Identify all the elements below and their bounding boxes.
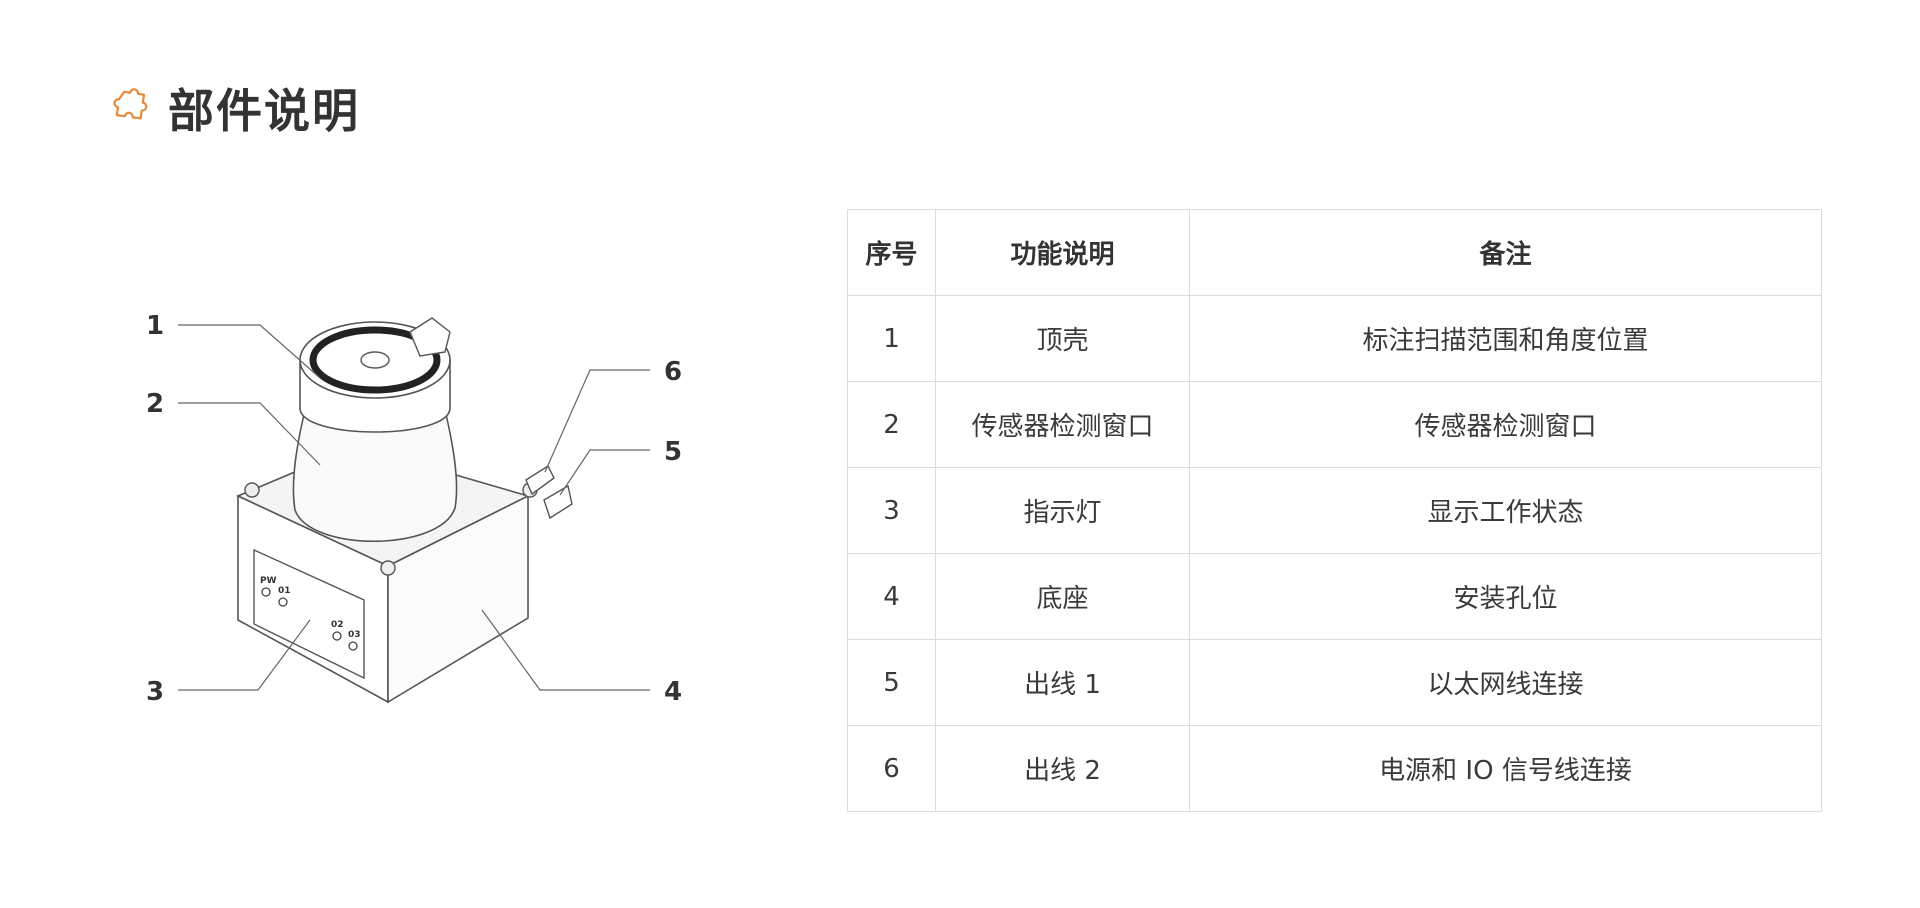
cell-function: 顶壳 (935, 295, 1190, 382)
indicator-panel (253, 548, 365, 680)
callout-number: 3 (146, 677, 164, 707)
leader-line-3 (178, 619, 311, 691)
sensor-diagram: PW 01 02 03 1 2 3 4 5 6 (120, 290, 710, 730)
indicator-led (278, 597, 288, 607)
screw (244, 482, 260, 498)
sensor-illustration: PW 01 02 03 1 2 3 4 5 6 (146, 311, 682, 707)
cell-note: 显示工作状态 (1189, 467, 1822, 554)
table-row: 3 指示灯 显示工作状态 (847, 467, 1822, 554)
screw (380, 560, 396, 576)
leader-line-2 (178, 402, 321, 466)
cell-note: 安装孔位 (1189, 553, 1822, 640)
table-row: 2 传感器检测窗口 传感器检测窗口 (847, 381, 1822, 468)
leader-line-6 (544, 369, 650, 473)
scan-range-ring (309, 326, 441, 394)
table-row: 1 顶壳 标注扫描范围和角度位置 (847, 295, 1822, 382)
indicator-led (348, 641, 358, 651)
cell-no: 6 (847, 725, 936, 812)
callout-number: 4 (664, 677, 682, 707)
column-header-function: 功能说明 (935, 209, 1190, 296)
shell-tab (409, 317, 451, 357)
cell-function: 底座 (935, 553, 1190, 640)
callout-number: 2 (146, 389, 164, 419)
cell-function: 出线 2 (935, 725, 1190, 812)
panel-label: 01 (278, 586, 291, 596)
base-right-face (387, 494, 529, 704)
cell-note: 传感器检测窗口 (1189, 381, 1822, 468)
table-row: 4 底座 安装孔位 (847, 553, 1822, 640)
callout-number: 6 (664, 357, 682, 387)
section-header: 部件说明 (108, 76, 360, 140)
cell-no: 1 (847, 295, 936, 382)
panel-label: 02 (331, 620, 344, 630)
table-header-row: 序号 功能说明 备注 (847, 209, 1822, 296)
puzzle-piece-icon (108, 85, 154, 131)
cell-note: 以太网线连接 (1189, 639, 1822, 726)
panel-label: 03 (348, 630, 361, 640)
panel-label: PW (260, 576, 277, 586)
parts-table: 序号 功能说明 备注 1 顶壳 标注扫描范围和角度位置 2 传感器检测窗口 传感… (847, 209, 1822, 812)
cell-no: 5 (847, 639, 936, 726)
cell-function: 出线 1 (935, 639, 1190, 726)
column-header-note: 备注 (1189, 209, 1822, 296)
cell-no: 3 (847, 467, 936, 554)
cable-outlet-2 (525, 464, 555, 496)
cable-outlet-1 (543, 484, 573, 520)
table-row: 5 出线 1 以太网线连接 (847, 639, 1822, 726)
detection-window (292, 409, 458, 542)
callout-number: 5 (664, 437, 682, 467)
column-header-no: 序号 (847, 209, 936, 296)
page-title: 部件说明 (168, 84, 360, 138)
table-row: 6 出线 2 电源和 IO 信号线连接 (847, 725, 1822, 812)
leader-line-1 (178, 324, 321, 379)
leader-line-4 (481, 609, 650, 691)
cell-no: 2 (847, 381, 936, 468)
center-mark (360, 351, 390, 369)
leader-line-5 (559, 449, 650, 496)
indicator-led (332, 631, 342, 641)
callout-number: 1 (146, 311, 164, 341)
cell-function: 指示灯 (935, 467, 1190, 554)
cell-no: 4 (847, 553, 936, 640)
cell-note: 电源和 IO 信号线连接 (1189, 725, 1822, 812)
cell-note: 标注扫描范围和角度位置 (1189, 295, 1822, 382)
cell-function: 传感器检测窗口 (935, 381, 1190, 468)
indicator-led (261, 587, 271, 597)
